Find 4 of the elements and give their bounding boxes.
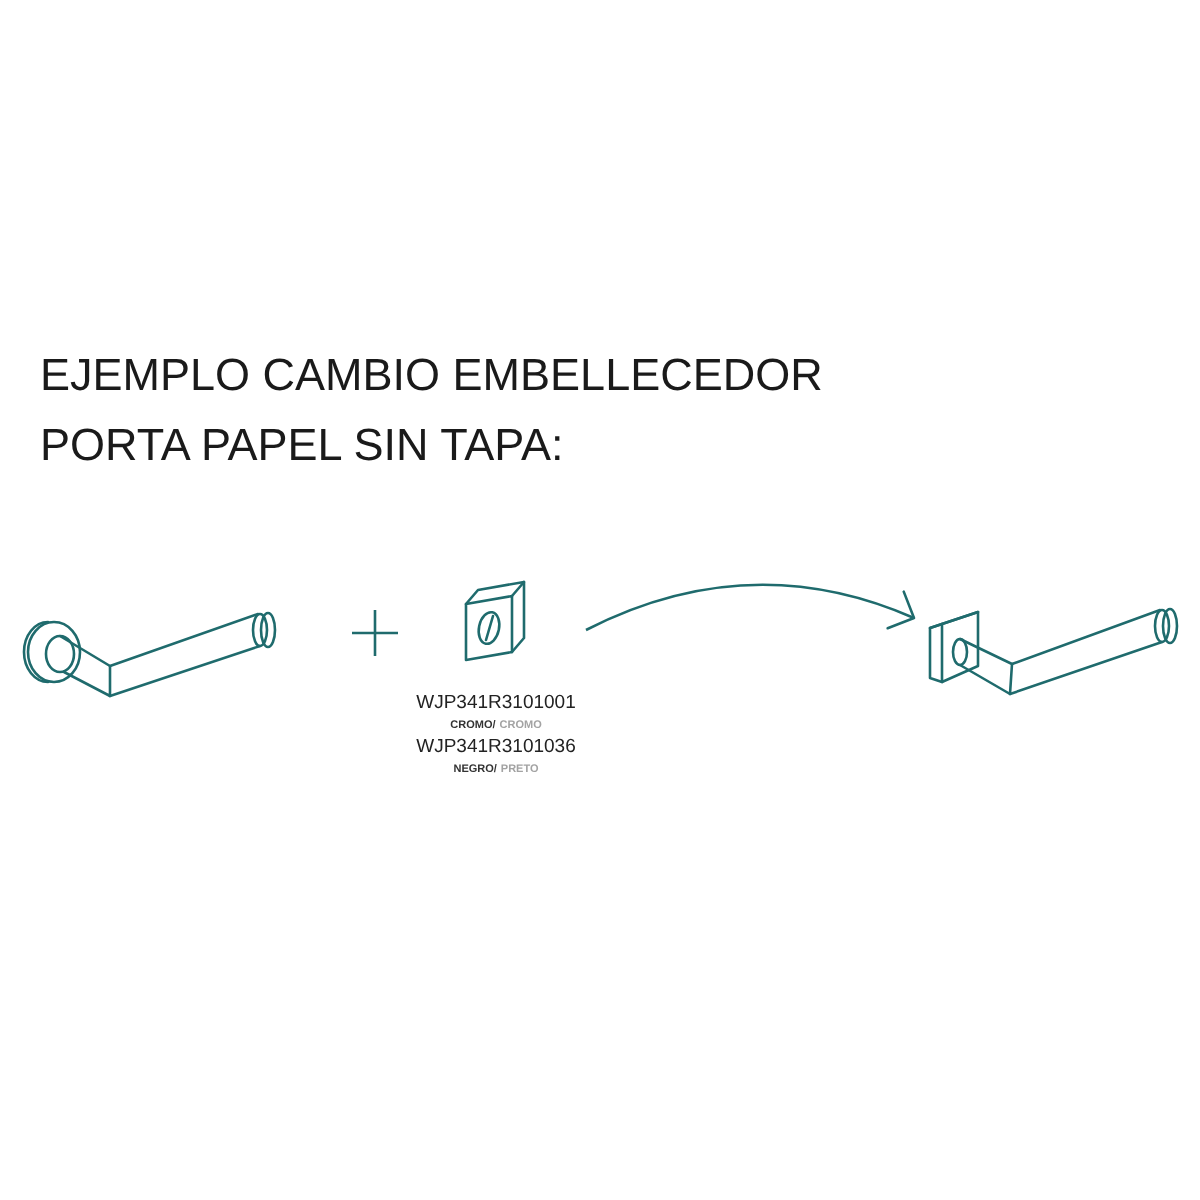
- product-code: WJP341R3101036: [416, 736, 576, 760]
- product-code: WJP341R3101001: [416, 692, 576, 716]
- heading: EJEMPLO CAMBIO EMBELLECEDOR PORTA PAPEL SIN TAPA:: [40, 348, 825, 474]
- curved-arrow: [585, 583, 916, 632]
